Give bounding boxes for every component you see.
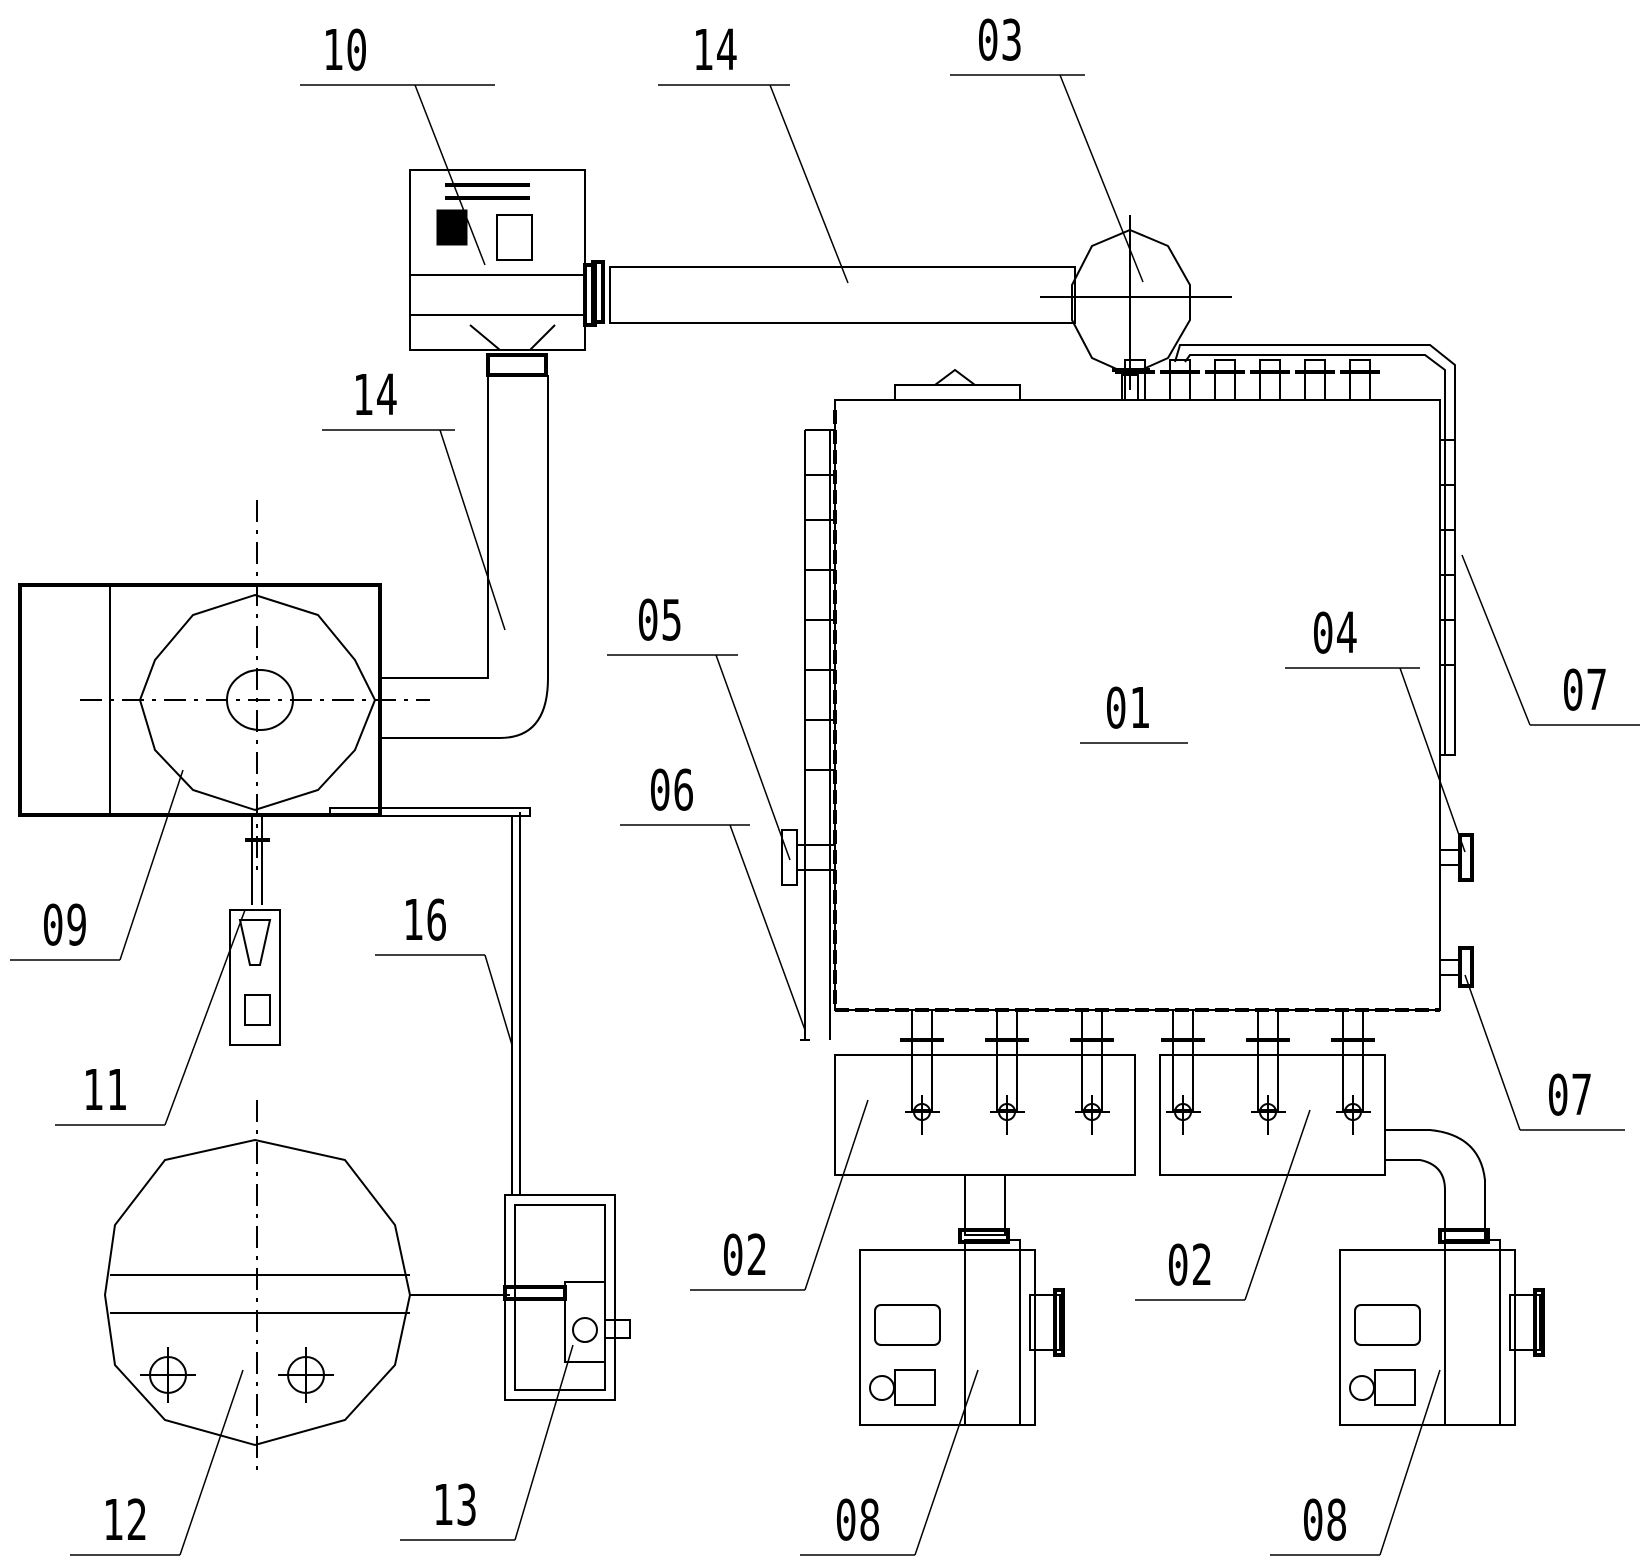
label-06: 06 [648,759,695,824]
leader-lines [10,74,1640,1556]
label-13: 13 [431,1474,478,1539]
label-14-left: 14 [351,364,398,429]
top-nozzles [1115,359,1380,401]
bottom-boxes-02 [834,1009,1486,1240]
label-03: 03 [976,9,1023,74]
label-10: 10 [321,19,368,84]
label-04: 04 [1311,602,1358,667]
label-02-left: 02 [721,1224,768,1289]
tank-12 [103,1100,510,1475]
label-14-top: 14 [691,19,738,84]
label-07-top: 07 [1561,659,1608,724]
duct-14-horizontal [591,260,1076,324]
label-01: 01 [1104,677,1151,742]
drum-09 [18,500,531,1195]
part-labels: 10 14 03 14 05 06 04 07 07 01 09 16 11 0… [41,9,1608,1554]
fan-unit-08-left [859,1228,1065,1426]
ladder [800,429,835,1041]
cyclone-03 [1040,215,1232,401]
main-chamber-01 [781,344,1474,1041]
label-07-bottom: 07 [1546,1064,1593,1129]
unit-10 [409,169,597,377]
label-08-right: 08 [1301,1489,1348,1554]
pump-13 [503,1194,631,1401]
label-16: 16 [401,889,448,954]
duct-14-vertical [380,375,549,739]
label-11: 11 [81,1059,128,1124]
valve-11 [229,815,281,1046]
label-05: 05 [636,589,683,654]
label-12: 12 [101,1489,148,1554]
label-08-left: 08 [834,1489,881,1554]
label-02-right: 02 [1166,1234,1213,1299]
fan-unit-08-right [1339,1228,1545,1426]
label-09: 09 [41,894,88,959]
